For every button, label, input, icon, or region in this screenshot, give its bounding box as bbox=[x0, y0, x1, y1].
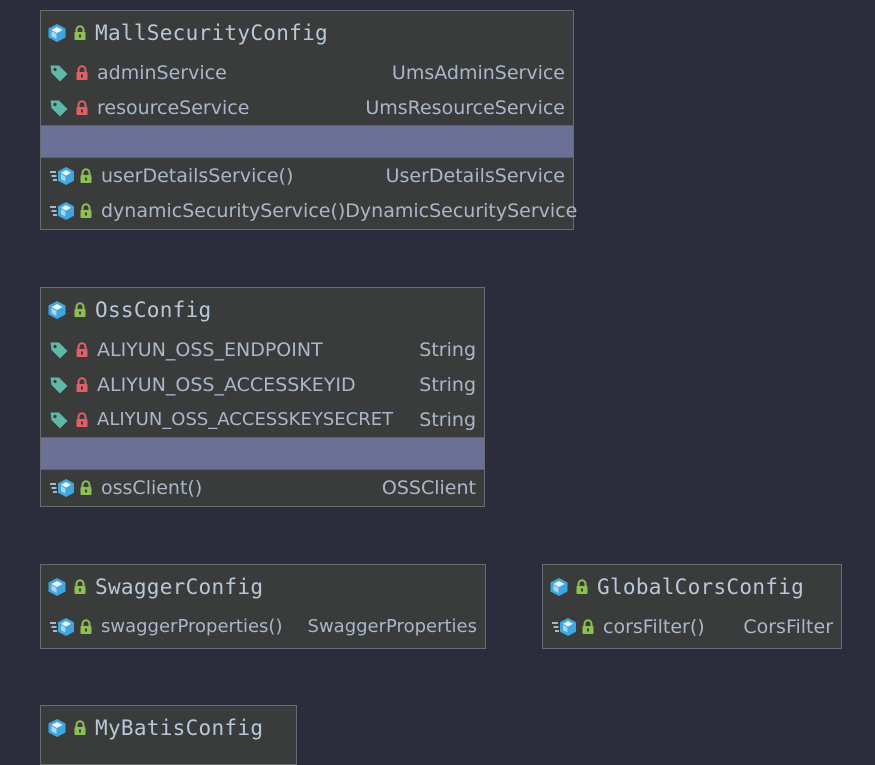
public-lock-icon bbox=[575, 579, 589, 595]
field-type: UmsResourceService bbox=[365, 96, 565, 119]
field-row[interactable]: resourceService UmsResourceService bbox=[41, 90, 573, 125]
field-name: adminService bbox=[97, 61, 227, 84]
class-title: SwaggerConfig bbox=[95, 575, 264, 599]
field-tag-icon bbox=[49, 98, 69, 118]
field-row[interactable]: ALIYUN_OSS_ACCESSKEYSECRET String bbox=[41, 402, 484, 437]
method-name: corsFilter() bbox=[603, 615, 705, 638]
class-box-mallsecurityconfig[interactable]: MallSecurityConfig adminService UmsAdmin… bbox=[40, 10, 577, 230]
class-box-globalcorsconfig[interactable]: GlobalCorsConfig corsFilter() CorsFilter bbox=[542, 564, 842, 649]
private-lock-icon bbox=[75, 342, 89, 358]
field-type: UmsAdminService bbox=[391, 61, 565, 84]
method-return-type: UserDetailsService bbox=[385, 164, 565, 187]
method-name: dynamicSecurityService() bbox=[101, 199, 346, 222]
class-header: MallSecurityConfig bbox=[41, 11, 573, 55]
method-name: ossClient() bbox=[101, 476, 203, 499]
class-box-ossconfig[interactable]: OssConfig ALIYUN_OSS_ENDPOINT String ALI… bbox=[40, 287, 485, 507]
field-type: String bbox=[419, 373, 476, 396]
public-lock-icon bbox=[581, 619, 595, 635]
field-name: ALIYUN_OSS_ACCESSKEYID bbox=[97, 373, 356, 396]
method-return-type: SwaggerProperties bbox=[307, 616, 477, 637]
field-name: resourceService bbox=[97, 96, 250, 119]
method-row[interactable]: userDetailsService() UserDetailsService bbox=[41, 158, 573, 193]
method-icon bbox=[49, 617, 75, 637]
private-lock-icon bbox=[75, 412, 89, 428]
field-type: String bbox=[419, 338, 476, 361]
class-header: OssConfig bbox=[41, 288, 484, 332]
private-lock-icon bbox=[75, 100, 89, 116]
class-header: MyBatisConfig bbox=[41, 706, 296, 750]
field-tag-icon bbox=[49, 375, 69, 395]
class-box-swaggerconfig[interactable]: SwaggerConfig swaggerProperties() Swagge… bbox=[40, 564, 486, 649]
class-box-mybatisconfig[interactable]: MyBatisConfig bbox=[40, 705, 297, 765]
public-lock-icon bbox=[73, 302, 87, 318]
field-tag-icon bbox=[49, 63, 69, 83]
class-header: SwaggerConfig bbox=[41, 565, 485, 609]
public-lock-icon bbox=[79, 168, 93, 184]
field-row[interactable]: adminService UmsAdminService bbox=[41, 55, 573, 90]
private-lock-icon bbox=[75, 377, 89, 393]
method-row[interactable]: swaggerProperties() SwaggerProperties bbox=[41, 609, 485, 644]
field-name: ALIYUN_OSS_ACCESSKEYSECRET bbox=[97, 409, 394, 430]
class-header: GlobalCorsConfig bbox=[543, 565, 841, 609]
method-icon bbox=[49, 201, 75, 221]
class-title: MallSecurityConfig bbox=[95, 21, 328, 45]
section-separator bbox=[41, 125, 573, 158]
public-lock-icon bbox=[73, 720, 87, 736]
class-icon bbox=[47, 23, 67, 43]
method-icon bbox=[49, 478, 75, 498]
method-return-type: DynamicSecurityService bbox=[345, 199, 578, 222]
class-title: MyBatisConfig bbox=[95, 716, 264, 740]
public-lock-icon bbox=[79, 203, 93, 219]
method-row[interactable]: corsFilter() CorsFilter bbox=[543, 609, 841, 644]
field-tag-icon bbox=[49, 340, 69, 360]
public-lock-icon bbox=[79, 480, 93, 496]
method-name: swaggerProperties() bbox=[101, 616, 283, 637]
class-title: GlobalCorsConfig bbox=[597, 575, 805, 599]
class-icon bbox=[47, 300, 67, 320]
field-type: String bbox=[419, 408, 476, 431]
method-return-type: CorsFilter bbox=[743, 615, 833, 638]
class-title: OssConfig bbox=[95, 298, 212, 322]
public-lock-icon bbox=[79, 619, 93, 635]
class-icon bbox=[549, 577, 569, 597]
public-lock-icon bbox=[73, 579, 87, 595]
field-name: ALIYUN_OSS_ENDPOINT bbox=[97, 338, 323, 361]
field-row[interactable]: ALIYUN_OSS_ACCESSKEYID String bbox=[41, 367, 484, 402]
class-icon bbox=[47, 577, 67, 597]
public-lock-icon bbox=[73, 25, 87, 41]
method-return-type: OSSClient bbox=[381, 476, 476, 499]
field-tag-icon bbox=[49, 410, 69, 430]
method-row[interactable]: ossClient() OSSClient bbox=[41, 470, 484, 505]
private-lock-icon bbox=[75, 65, 89, 81]
class-icon bbox=[47, 718, 67, 738]
section-separator bbox=[41, 437, 484, 470]
method-name: userDetailsService() bbox=[101, 164, 294, 187]
method-icon bbox=[49, 166, 75, 186]
method-row[interactable]: dynamicSecurityService() DynamicSecurity… bbox=[41, 193, 577, 228]
field-row[interactable]: ALIYUN_OSS_ENDPOINT String bbox=[41, 332, 484, 367]
method-icon bbox=[551, 617, 577, 637]
